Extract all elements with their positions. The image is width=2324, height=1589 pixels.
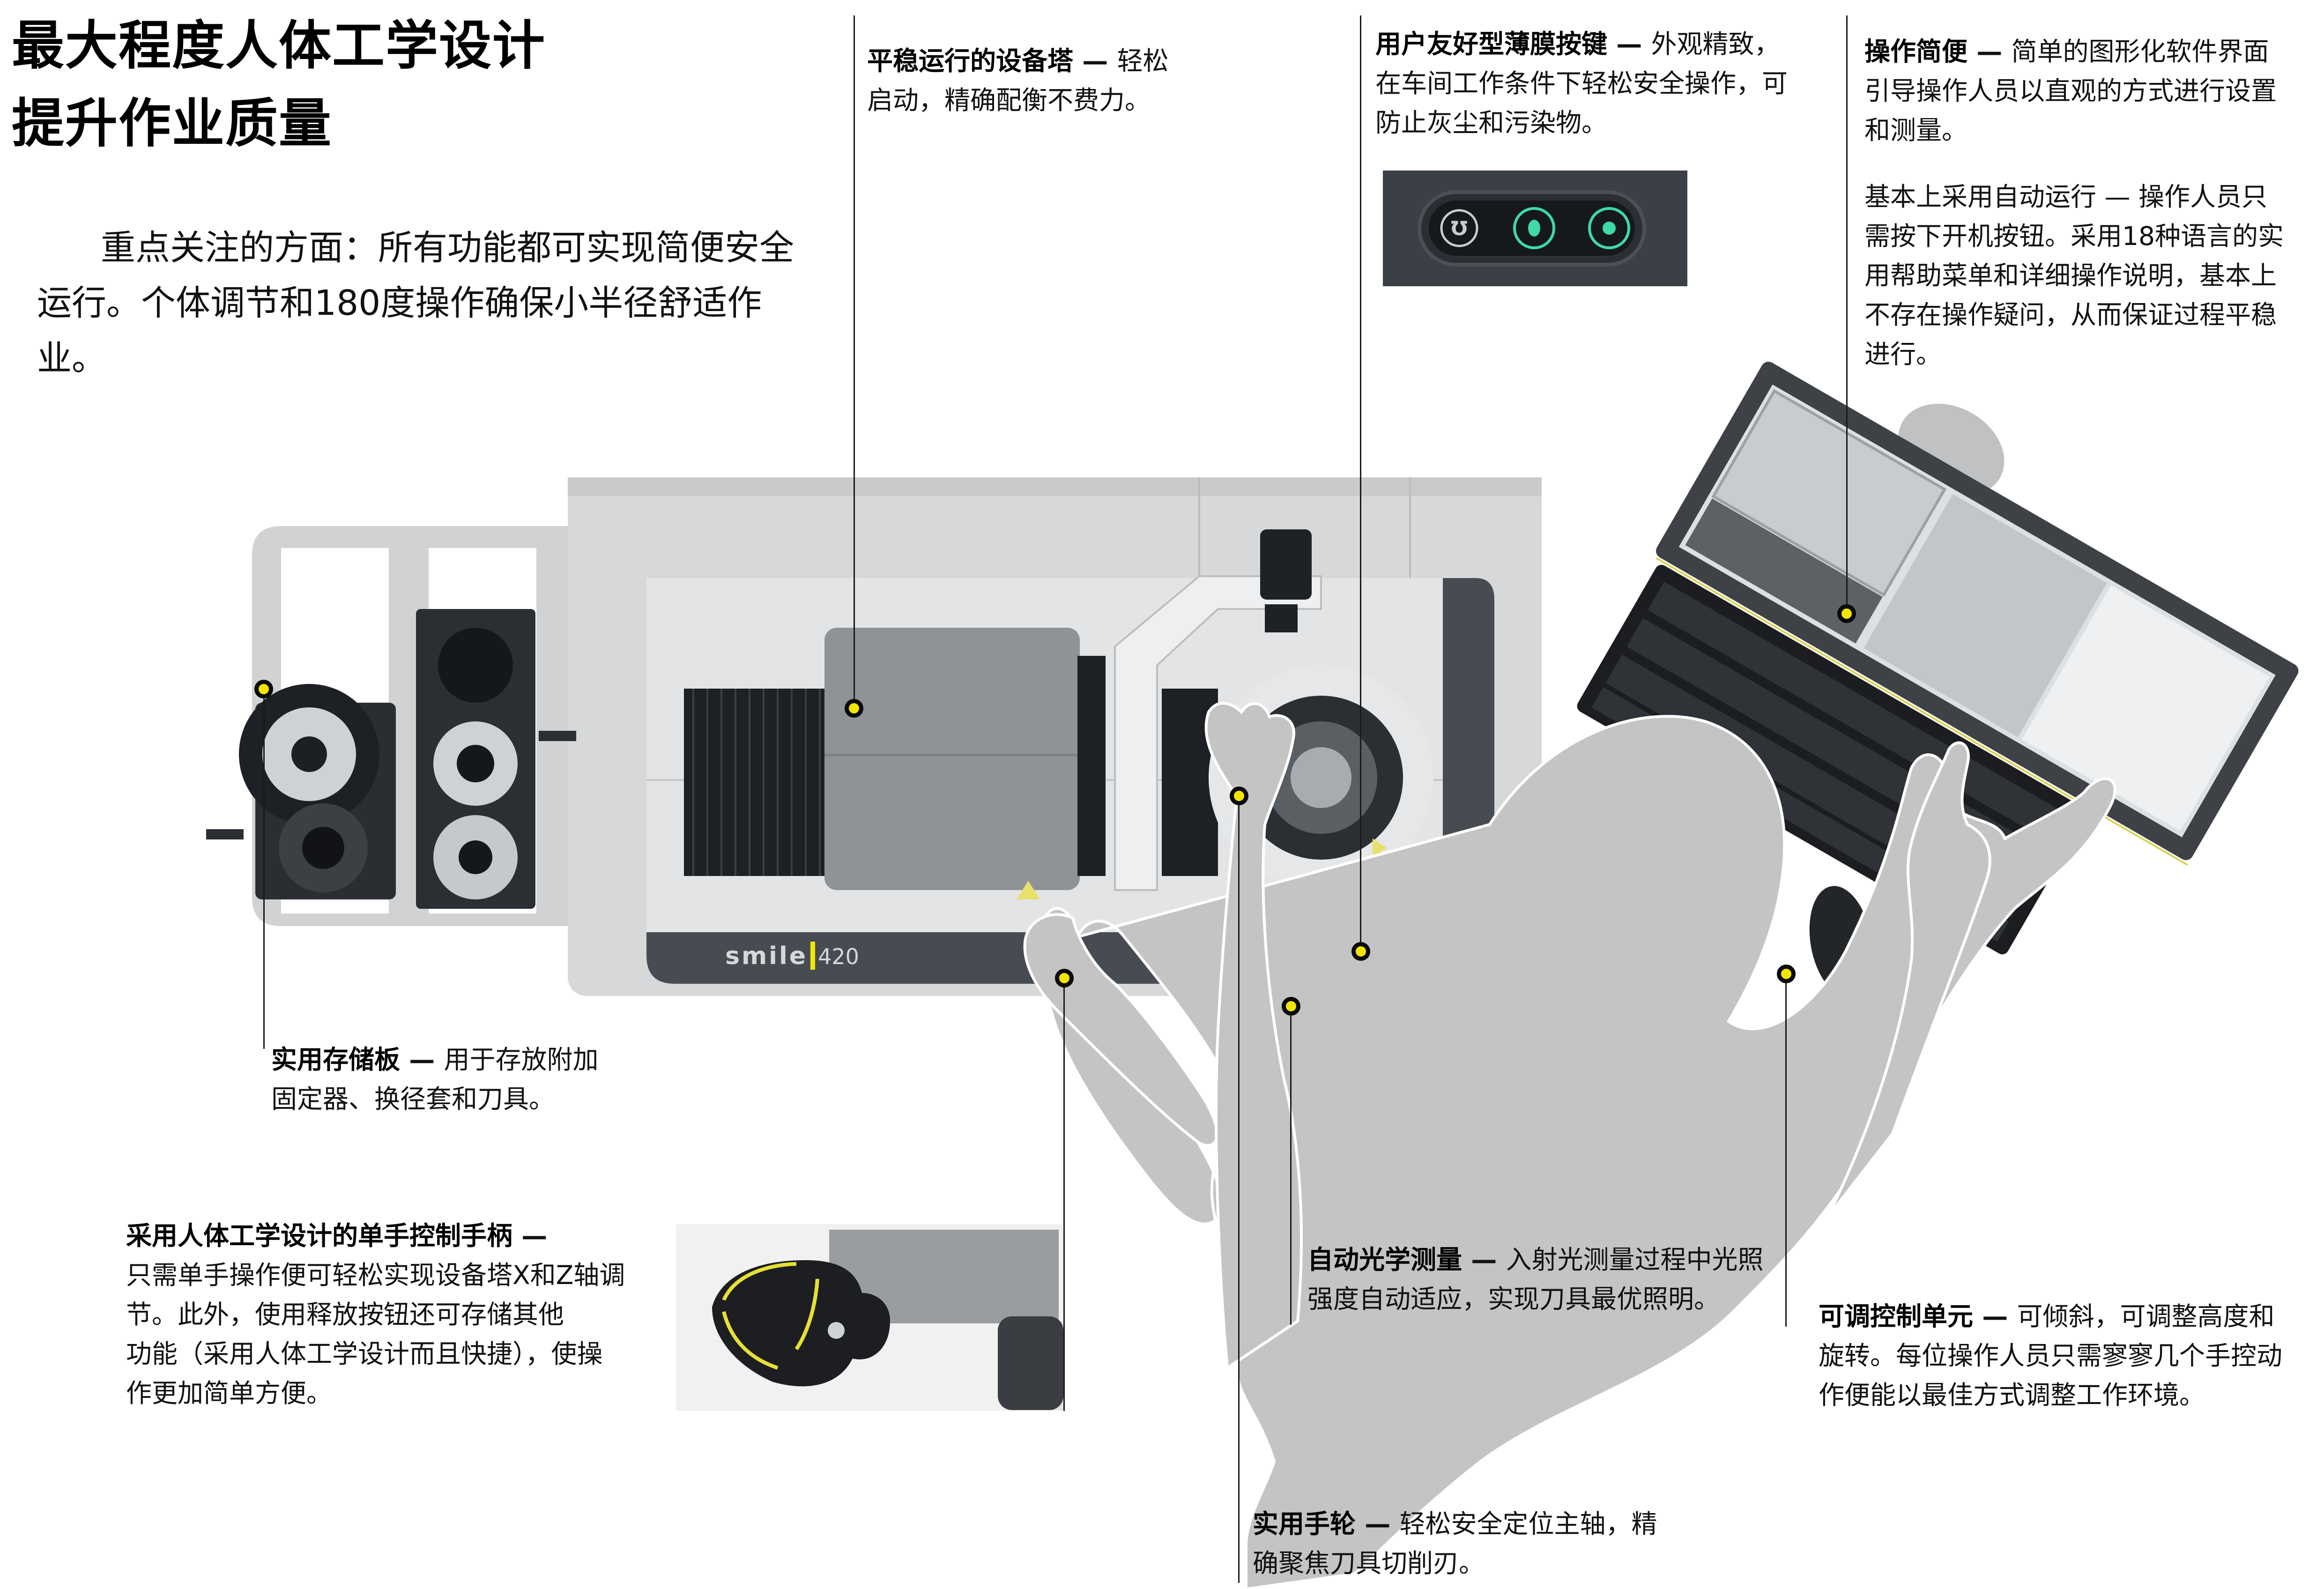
leader-line-easy-operation xyxy=(1846,15,1848,614)
title-line-2: 提升作业质量 xyxy=(12,93,332,154)
leader-line-control-unit xyxy=(1785,974,1787,1327)
dash: — xyxy=(1471,1245,1497,1275)
callout-membrane-title: 用户友好型薄膜按键 xyxy=(1375,29,1608,59)
logo-brand: smile xyxy=(725,942,808,970)
svg-text:Ʊ: Ʊ xyxy=(1451,217,1468,240)
membrane-keypad-photo: Ʊ xyxy=(1383,171,1687,286)
leader-line-optical xyxy=(1290,1006,1292,1325)
intro-line-1: 重点关注的方面：所有功能都可实现简便安全 xyxy=(101,228,794,268)
callout-dot-joystick[interactable] xyxy=(1055,969,1074,988)
leader-line-tower xyxy=(854,15,855,709)
callout-control-unit: 可调控制单元 — 可倾斜，可调整高度和 旋转。每位操作人员只需寥寥几个手控动 作便能… xyxy=(1819,1297,2320,1415)
callout-membrane-text-1: 外观精致， xyxy=(1651,29,1780,59)
callout-optical-text-1: 入射光测量过程中光照 xyxy=(1506,1245,1764,1275)
callout-storage-title: 实用存储板 xyxy=(271,1045,401,1075)
callout-membrane-keys: 用户友好型薄膜按键 — 外观精致， 在车间工作条件下轻松安全操作，可 防止灰尘和污染… xyxy=(1375,24,1825,142)
intro-paragraph: 重点关注的方面：所有功能都可实现简便安全 运行。个体调节和180度操作确保小半径… xyxy=(37,220,824,386)
callout-auto-line-3: 用帮助菜单和详细操作说明，基本上 xyxy=(1864,260,2277,290)
vent-grille xyxy=(684,689,839,876)
operator-right-arm xyxy=(1204,702,1303,1371)
dash: — xyxy=(1365,1509,1391,1539)
callout-storage: 实用存储板 — 用于存放附加 固定器、换径套和刀具。 xyxy=(271,1040,693,1119)
callout-storage-text-1: 用于存放附加 xyxy=(444,1045,599,1075)
callout-dot-handwheel[interactable] xyxy=(1230,787,1248,805)
leader-line-membrane-keys xyxy=(1360,15,1361,952)
callout-auto-line-4: 不存在操作疑问，从而保证过程平稳 xyxy=(1864,300,2277,330)
callout-control-text-1: 可倾斜，可调整高度和 xyxy=(2017,1301,2275,1331)
callout-dot-tower[interactable] xyxy=(845,699,863,718)
page-title: 最大程度人体工学设计 提升作业质量 xyxy=(12,7,546,163)
callout-joystick-title: 采用人体工学设计的单手控制手柄 xyxy=(126,1221,513,1251)
camera-key-icon xyxy=(1588,207,1630,249)
title-line-1: 最大程度人体工学设计 xyxy=(12,15,546,76)
callout-easy-text-2: 引导操作人员以直观的方式进行设置 xyxy=(1864,76,2277,106)
callout-handwheel-text-2: 确聚焦刀具切削刃。 xyxy=(1253,1548,1485,1578)
light-key-icon xyxy=(1513,207,1555,249)
callout-joystick-line-2: 节。此外，使用释放按钮还可存储其他 xyxy=(126,1299,564,1329)
tower-block xyxy=(824,628,1080,890)
callout-joystick-line-1: 只需单手操作便可轻松实现设备塔X和Z轴调 xyxy=(126,1260,625,1290)
logo-divider xyxy=(810,942,816,970)
callout-optical-text-2: 强度自动适应，实现刀具最优照明。 xyxy=(1307,1284,1720,1314)
optical-arm xyxy=(1114,575,1322,891)
callout-tower-title: 平稳运行的设备塔 xyxy=(867,46,1074,76)
callout-dot-control-unit[interactable] xyxy=(1777,965,1796,983)
leader-line-storage xyxy=(263,689,265,1049)
leader-line-joystick xyxy=(1063,978,1065,1411)
callout-auto-line-5: 进行。 xyxy=(1864,339,1942,369)
logo-model: 420 xyxy=(818,944,859,969)
dash: — xyxy=(1082,46,1108,76)
callout-auto-line-1: 基本上采用自动运行 — 操作人员只 xyxy=(1864,182,2267,212)
callout-easy-title: 操作简便 xyxy=(1864,37,1968,67)
callout-dot-easy-operation[interactable] xyxy=(1837,604,1856,623)
callout-control-text-3: 作便能以最佳方式调整工作环境。 xyxy=(1819,1380,2205,1410)
callout-joystick: 采用人体工学设计的单手控制手柄 — 只需单手操作便可轻松实现设备塔X和Z轴调 节。… xyxy=(126,1216,665,1413)
dash: — xyxy=(521,1221,548,1251)
callout-membrane-text-2: 在车间工作条件下轻松安全操作，可 xyxy=(1375,68,1788,98)
callout-control-text-2: 旋转。每位操作人员只需寥寥几个手控动 xyxy=(1819,1341,2283,1371)
dash: — xyxy=(1616,29,1642,59)
callout-easy-text-3: 和测量。 xyxy=(1864,115,1968,145)
callout-handwheel-title: 实用手轮 xyxy=(1253,1509,1356,1539)
dash: — xyxy=(1982,1301,2008,1331)
callout-tower: 平稳运行的设备塔 — 轻松 启动，精确配衡不费力。 xyxy=(867,41,1289,120)
callout-optical-title: 自动光学测量 xyxy=(1307,1245,1463,1275)
callout-joystick-line-4: 作更加简单方便。 xyxy=(126,1378,333,1408)
dash: — xyxy=(409,1045,435,1075)
callout-dot-storage[interactable] xyxy=(254,680,273,698)
callout-storage-text-2: 固定器、换径套和刀具。 xyxy=(271,1084,555,1114)
callout-easy-text-1: 简单的图形化软件界面 xyxy=(2011,37,2269,67)
callout-control-title: 可调控制单元 xyxy=(1819,1301,1974,1331)
callout-easy-operation: 操作简便 — 简单的图形化软件界面 引导操作人员以直观的方式进行设置 和测量。 基本… xyxy=(1864,32,2324,374)
callout-tower-text-1: 轻松 xyxy=(1117,46,1169,76)
callout-auto-line-2: 需按下开机按钮。采用18种语言的实 xyxy=(1864,221,2284,251)
callout-dot-optical[interactable] xyxy=(1282,997,1300,1016)
unlock-key-icon xyxy=(1440,209,1478,247)
machine-logo: smile 420 xyxy=(725,942,859,970)
callout-handwheel-text-1: 轻松安全定位主轴，精 xyxy=(1399,1509,1657,1539)
callout-tower-text-2: 启动，精确配衡不费力。 xyxy=(867,85,1151,115)
joystick-photo xyxy=(676,1224,1064,1411)
callout-optical: 自动光学测量 — 入射光测量过程中光照 强度自动适应，实现刀具最优照明。 xyxy=(1307,1240,1776,1319)
dash: — xyxy=(1976,37,2003,67)
callout-joystick-line-3: 功能（采用人体工学设计而且快捷），使操 xyxy=(126,1339,603,1369)
intro-line-2: 运行。个体调节和180度操作确保小半径舒适作业。 xyxy=(37,283,762,379)
operator-left-hand xyxy=(1023,913,1218,1147)
callout-handwheel: 实用手轮 — 轻松安全定位主轴，精 确聚焦刀具切削刃。 xyxy=(1253,1504,1721,1583)
leader-line-handwheel xyxy=(1238,796,1240,1583)
callout-dot-membrane-keys[interactable] xyxy=(1351,942,1370,961)
callout-membrane-text-3: 防止灰尘和污染物。 xyxy=(1375,108,1608,138)
